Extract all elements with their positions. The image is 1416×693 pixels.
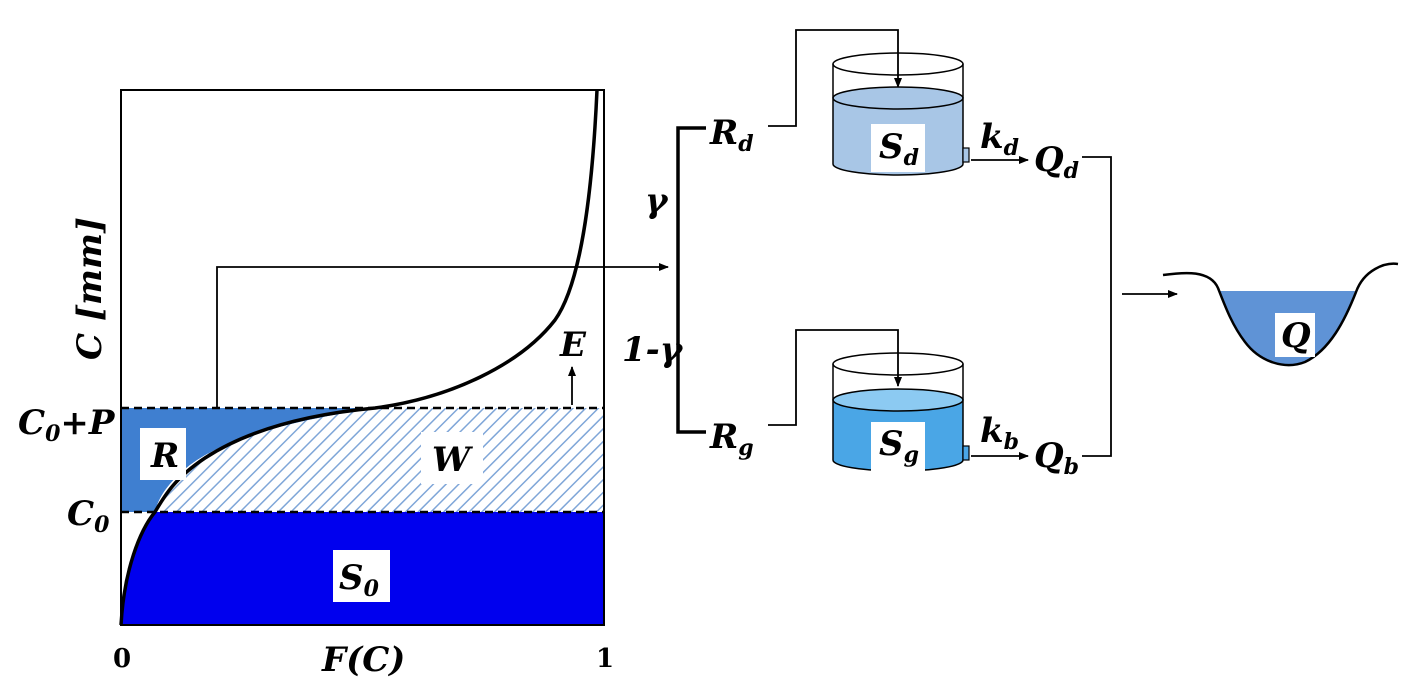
c0-level-label: C0 (67, 494, 110, 538)
r-label-box (140, 428, 186, 480)
qd-label: Qd (1034, 140, 1079, 184)
y-axis-label: C [mm] (70, 217, 110, 360)
kb-label: kb (980, 411, 1019, 455)
sd-tank: Sd (832, 52, 970, 176)
capacity-distribution-curve (119, 89, 599, 626)
confluence-bracket (1082, 156, 1112, 457)
one-minus-gamma-label: 1-γ (622, 330, 684, 370)
sd-label: Sd (879, 127, 919, 171)
rg-inflow-line (768, 329, 902, 426)
evaporation-label: E (559, 325, 587, 365)
s0-region-label: S0 (339, 558, 380, 602)
q-label-box (1275, 313, 1315, 357)
storage-capacity-plot: R W S0 E C0+P C0 C [mm] F(C) 0 1 (18, 89, 669, 680)
direct-runoff-path: Rd Sd kd Qd (709, 29, 1079, 184)
w-region (155, 408, 604, 512)
c0p-level-label: C0+P (18, 403, 116, 447)
sd-label-box (871, 124, 925, 172)
x-tick-1: 1 (596, 644, 614, 674)
plot-frame (120, 89, 605, 626)
sg-label: Sg (879, 424, 919, 468)
split-bracket (676, 126, 706, 434)
x-tick-0: 0 (113, 644, 131, 674)
runoff-split: γ 1-γ (622, 126, 706, 434)
qb-label: Qb (1034, 436, 1079, 480)
baseflow-path: Rg Sg kb Qb (709, 329, 1079, 480)
river-channel: Q (1162, 262, 1399, 367)
kd-label: kd (980, 117, 1019, 161)
channel-bank (1162, 262, 1399, 367)
rd-inflow-line (768, 29, 902, 127)
s0-label-box (333, 550, 390, 602)
w-region-label: W (432, 440, 473, 480)
sd-outlet (962, 147, 970, 163)
x-axis-label: F(C) (321, 640, 405, 680)
sg-label-box (871, 422, 925, 472)
rd-label: Rd (709, 113, 754, 157)
sg-tank: Sg (832, 352, 970, 472)
flow-confluence (1082, 156, 1178, 457)
total-flow-label: Q (1281, 316, 1311, 356)
gamma-label: γ (645, 181, 669, 221)
w-label-box (421, 432, 483, 484)
sg-outlet (962, 445, 970, 461)
rg-label: Rg (709, 417, 754, 461)
runoff-arrow (216, 263, 669, 408)
r-region-label: R (150, 436, 179, 476)
